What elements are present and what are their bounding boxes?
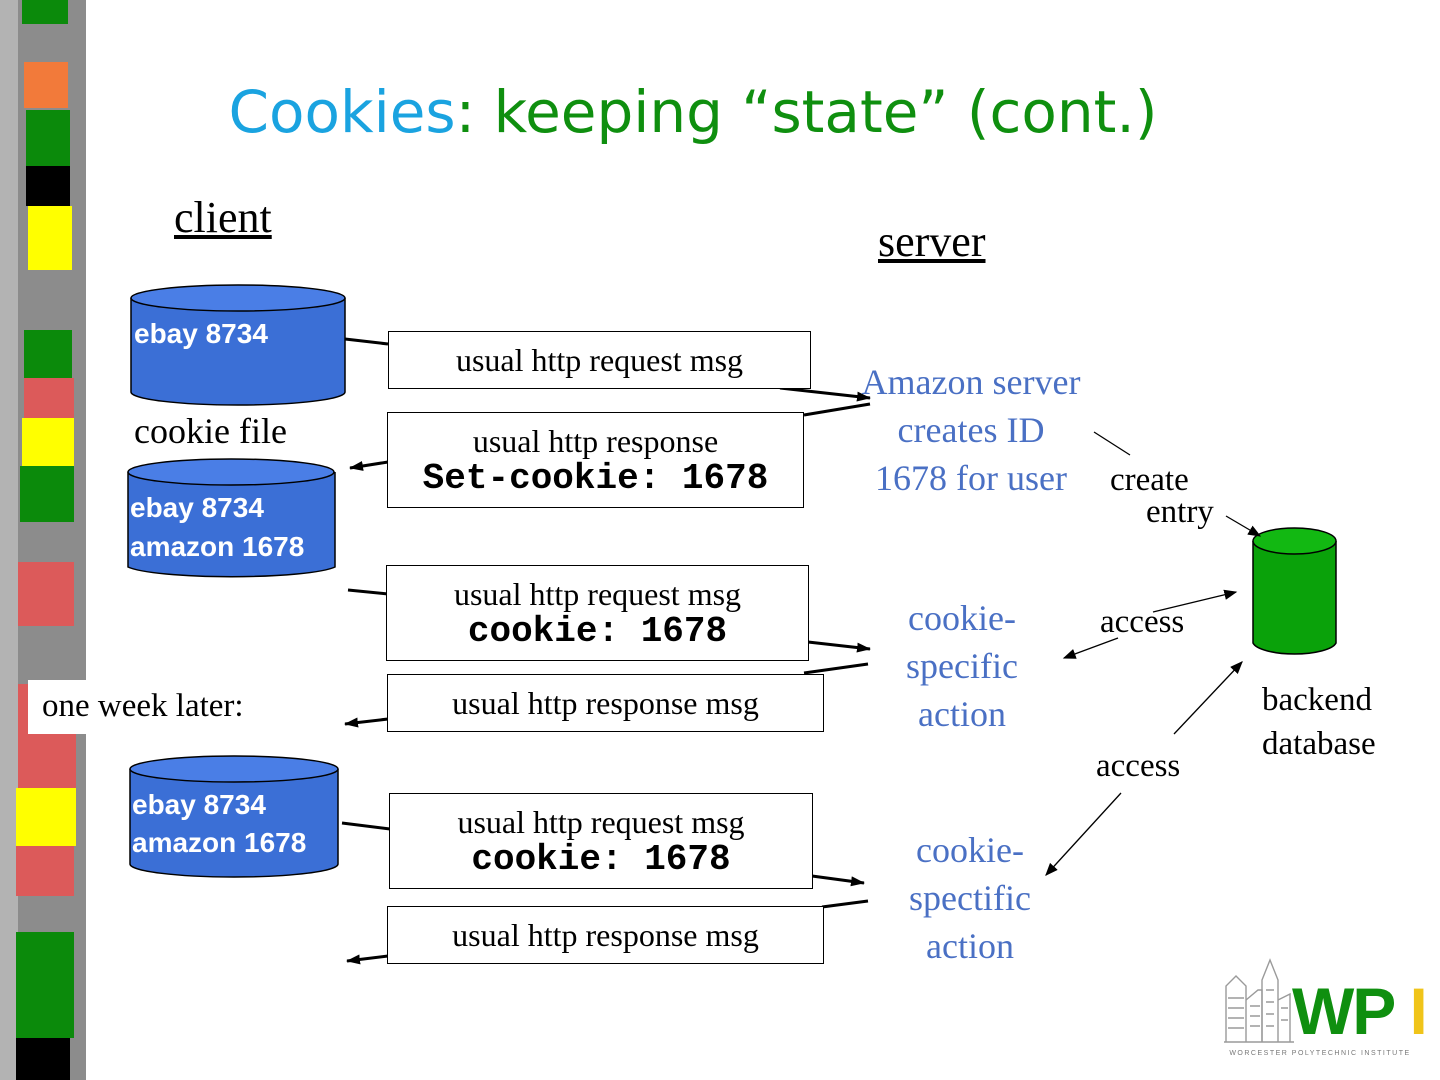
http-request-msg-1: usual http request msg bbox=[388, 331, 811, 389]
one-week-later-box: one week later: bbox=[28, 680, 276, 734]
sidebar-square bbox=[16, 788, 76, 846]
http-response-msg-1: usual http response msg bbox=[387, 674, 824, 732]
decorative-sidebar bbox=[0, 0, 86, 1080]
wpi-text: WP bbox=[1292, 974, 1395, 1048]
cookie-header: cookie: 1678 bbox=[471, 839, 731, 880]
sidebar-square bbox=[24, 330, 72, 378]
message-text: usual http request msg bbox=[457, 804, 745, 840]
sidebar-square bbox=[26, 166, 70, 206]
wpi-text-last-letter: I bbox=[1409, 974, 1427, 1048]
access-label-1: access bbox=[1100, 604, 1185, 640]
wpi-subtitle: WORCESTER POLYTECHNIC INSTITUTE bbox=[1229, 1050, 1411, 1057]
http-request-with-cookie-1: usual http request msg cookie: 1678 bbox=[386, 565, 809, 661]
message-text: usual http response msg bbox=[452, 917, 759, 953]
message-text: usual http response bbox=[472, 423, 719, 459]
cookie-file-cylinder-3 bbox=[129, 755, 339, 878]
note-line: action bbox=[926, 926, 1014, 966]
amazon-server-note: Amazon server creates ID 1678 for user bbox=[844, 358, 1098, 502]
wpi-building-icon bbox=[1224, 958, 1294, 1043]
cylinder-2-entry-amazon: amazon 1678 bbox=[130, 531, 305, 562]
client-heading: client bbox=[174, 193, 272, 242]
server-heading: server bbox=[878, 217, 986, 266]
create-label: create bbox=[1110, 462, 1189, 498]
note-line: cookie- bbox=[916, 830, 1024, 870]
backend-label: backend bbox=[1262, 682, 1372, 718]
one-week-later-label: one week later: bbox=[42, 688, 244, 724]
entry-label: entry bbox=[1146, 494, 1214, 530]
message-text: usual http response msg bbox=[452, 685, 759, 721]
cookie-file-label: cookie file bbox=[134, 411, 287, 451]
note-line: 1678 for user bbox=[875, 458, 1067, 498]
cylinder-1-entry: ebay 8734 bbox=[134, 318, 268, 349]
sidebar-square bbox=[22, 418, 74, 466]
sidebar-square bbox=[22, 0, 68, 24]
backend-database-cylinder bbox=[1252, 527, 1337, 655]
note-line: specific bbox=[906, 646, 1018, 686]
set-cookie-header: Set-cookie: 1678 bbox=[422, 458, 769, 499]
note-line: spectific bbox=[909, 878, 1031, 918]
http-response-set-cookie: usual http response Set-cookie: 1678 bbox=[387, 412, 804, 508]
cylinder-3-entry-ebay: ebay 8734 bbox=[132, 789, 266, 820]
cookie-file-cylinder-2 bbox=[127, 458, 336, 578]
sidebar-square bbox=[18, 562, 74, 626]
wpi-wordmark: WP I bbox=[1292, 978, 1428, 1044]
cookie-specific-action-1: cookie- specific action bbox=[882, 594, 1042, 738]
cookie-file-cylinder-1 bbox=[130, 284, 346, 406]
cylinder-2-entry-ebay: ebay 8734 bbox=[130, 492, 264, 523]
sidebar-square bbox=[16, 846, 74, 896]
cookie-header: cookie: 1678 bbox=[467, 611, 728, 652]
sidebar-square bbox=[28, 206, 72, 270]
sidebar-square bbox=[20, 466, 74, 522]
sidebar-square bbox=[16, 1038, 70, 1080]
message-text: usual http request msg bbox=[453, 576, 742, 612]
note-line: cookie- bbox=[908, 598, 1016, 638]
http-request-with-cookie-2: usual http request msg cookie: 1678 bbox=[389, 793, 813, 889]
cylinder-3-entry-amazon: amazon 1678 bbox=[132, 827, 307, 858]
title-part-cookies: Cookies bbox=[228, 78, 456, 146]
note-line: Amazon server bbox=[861, 362, 1081, 402]
sidebar-square bbox=[26, 110, 70, 166]
note-line: action bbox=[918, 694, 1006, 734]
cookie-specific-action-2: cookie- spectific action bbox=[890, 826, 1050, 970]
sidebar-square bbox=[24, 62, 68, 108]
wpi-logo: WP I WORCESTER POLYTECHNIC INSTITUTE bbox=[1222, 950, 1428, 1062]
message-text: usual http request msg bbox=[455, 342, 744, 378]
database-label: database bbox=[1262, 726, 1376, 762]
title-part-rest: : keeping “state” (cont.) bbox=[455, 78, 1158, 146]
note-line: creates ID bbox=[897, 410, 1045, 450]
http-response-msg-2: usual http response msg bbox=[387, 906, 824, 964]
sidebar-square bbox=[24, 378, 74, 418]
slide-title: Cookies: keeping “state” (cont.) bbox=[0, 78, 1386, 146]
access-label-2: access bbox=[1096, 748, 1181, 784]
sidebar-square bbox=[16, 932, 74, 1038]
